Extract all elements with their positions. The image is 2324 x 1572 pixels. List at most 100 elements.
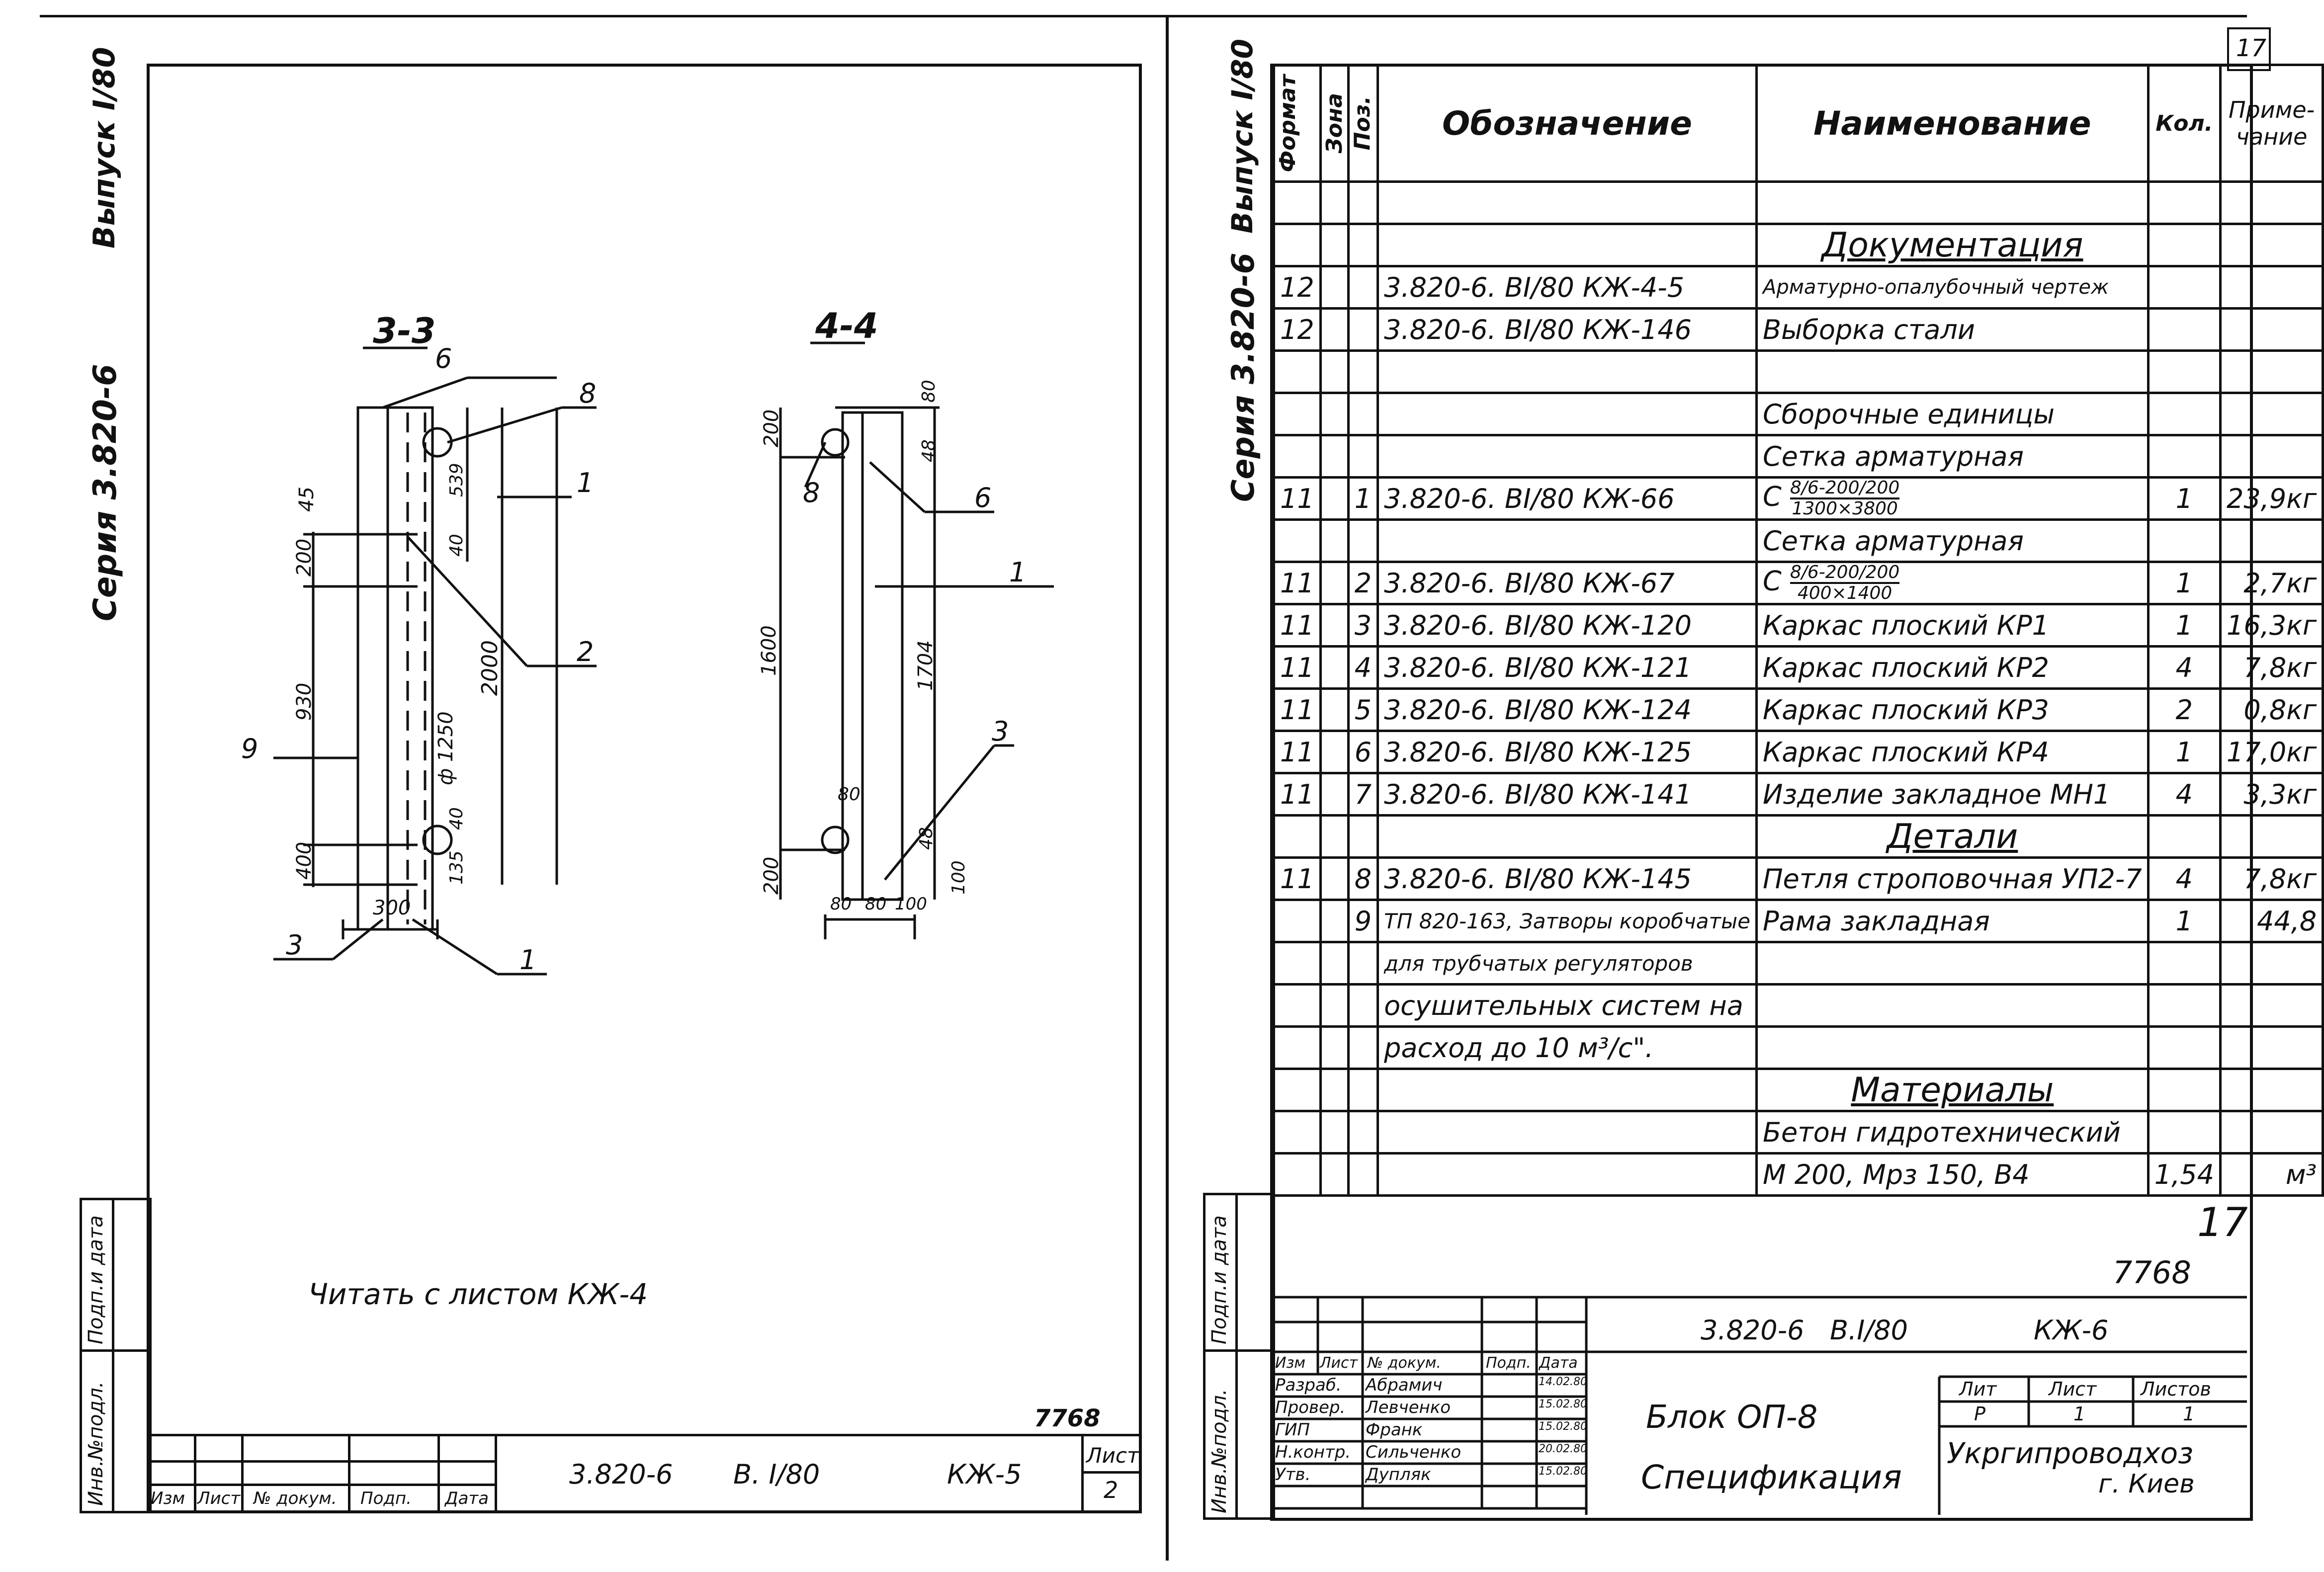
- cell-zone: [1319, 687, 1350, 732]
- section-drawings: 3-3 4-4 6 8 1 2 9 3 1 45 200 930 400 539…: [241, 306, 1054, 976]
- cell-zone: [1319, 941, 1350, 986]
- cell-designation: [1377, 180, 1758, 225]
- cell-pos: [1347, 941, 1379, 986]
- left-side-issue: Выпуск I/80: [87, 47, 122, 248]
- table-row: Бетон гидротехнический: [1273, 1110, 2324, 1155]
- cell-pos: [1347, 1110, 1379, 1155]
- cell-qty: 4: [2147, 772, 2222, 817]
- organization-city: г. Киев: [2098, 1469, 2195, 1499]
- stamp-role: Провер.: [1275, 1398, 1346, 1417]
- cell-format: [1273, 518, 1322, 563]
- label-a: 1: [577, 467, 594, 498]
- cell-format: 11: [1273, 856, 1322, 901]
- cell-note: 7,8кг: [2219, 645, 2324, 690]
- dim-a: 40: [446, 534, 467, 557]
- cell-zone: [1319, 434, 1350, 479]
- cell-pos: [1347, 307, 1379, 352]
- cell-name: [1755, 1025, 2150, 1070]
- cell-format: 11: [1273, 772, 1322, 817]
- cell-qty: [2147, 307, 2222, 352]
- cell-zone: [1319, 730, 1350, 774]
- cell-format: [1273, 1152, 1322, 1197]
- section-a-title: 3-3: [373, 311, 435, 351]
- left-copy-no: 7768: [1034, 1405, 1101, 1432]
- cell-zone: [1319, 1152, 1350, 1197]
- stamp-name: Дупляк: [1366, 1465, 1431, 1485]
- dim-b: 48: [919, 439, 939, 462]
- cell-name: Детали: [1755, 814, 2150, 859]
- cell-name: Сборочные единицы: [1755, 392, 2150, 436]
- right-stamp-code: 3.820-6: [1701, 1315, 1805, 1346]
- left-inv-strip: Инв.№подл. Подп.и дата: [80, 1198, 152, 1513]
- cell-name: Каркас плоский КР4: [1755, 730, 2150, 774]
- table-row: Сетка арматурная: [1273, 434, 2324, 479]
- dim-b: 100: [895, 894, 927, 914]
- cell-note: [2219, 307, 2324, 352]
- cell-designation: [1377, 349, 1758, 394]
- cell-designation: [1377, 434, 1758, 479]
- cell-format: [1273, 1068, 1322, 1112]
- stamp-role: Н.контр.: [1275, 1442, 1351, 1462]
- table-row: Документация: [1273, 223, 2324, 267]
- cell-qty: 1,54: [2147, 1152, 2222, 1197]
- cell-zone: [1319, 307, 1350, 352]
- cell-qty: 2: [2147, 687, 2222, 732]
- left-side-series: Серия 3.820-6: [87, 364, 124, 621]
- dim-b: 200: [760, 410, 783, 447]
- cell-format: [1273, 434, 1322, 479]
- cell-zone: [1319, 772, 1350, 817]
- col-designation: Обозначение: [1377, 64, 1758, 183]
- cell-designation: [1377, 223, 1758, 267]
- cell-name: Рама закладная: [1755, 899, 2150, 943]
- cell-pos: 1: [1347, 476, 1379, 521]
- cell-zone: [1319, 518, 1350, 563]
- cell-zone: [1319, 856, 1350, 901]
- cell-note: [2219, 1110, 2324, 1155]
- table-row: Сборочные единицы: [1273, 392, 2324, 436]
- cell-pos: [1347, 1068, 1379, 1112]
- cell-qty: [2147, 223, 2222, 267]
- page-number-box: 17: [2227, 27, 2271, 71]
- cell-format: [1273, 1110, 1322, 1155]
- cell-format: 11: [1273, 687, 1322, 732]
- dim-b: 80: [838, 784, 861, 805]
- cell-note: [2219, 349, 2324, 394]
- cell-pos: 9: [1347, 899, 1379, 943]
- cell-zone: [1319, 814, 1350, 859]
- cell-qty: [2147, 941, 2222, 986]
- cell-pos: [1347, 1152, 1379, 1197]
- dim-b: 200: [760, 857, 783, 895]
- cell-format: [1273, 814, 1322, 859]
- cell-pos: [1347, 223, 1379, 267]
- cell-format: 12: [1273, 265, 1322, 310]
- cell-name: Каркас плоский КР2: [1755, 645, 2150, 690]
- cell-name: [1755, 180, 2150, 225]
- label-b: 6: [974, 482, 991, 513]
- cell-designation: 3.820-6. ВI/80 КЖ-67: [1377, 561, 1758, 605]
- dim-a: 40: [446, 807, 467, 830]
- cell-qty: 1: [2147, 603, 2222, 648]
- cell-qty: 4: [2147, 645, 2222, 690]
- stamp-date: 15.02.80: [1539, 1420, 1587, 1433]
- stamp-date: 15.02.80: [1539, 1465, 1587, 1478]
- cell-format: [1273, 1025, 1322, 1070]
- cell-qty: [2147, 1068, 2222, 1112]
- cell-format: 12: [1273, 307, 1322, 352]
- cell-designation: осушительных систем на: [1377, 983, 1758, 1028]
- left-sheet: Серия 3.820-6 Выпуск I/80 Инв.№подл. Под…: [40, 15, 2247, 1561]
- col-pos: Поз.: [1347, 64, 1379, 183]
- dim-a: 539: [446, 463, 467, 497]
- cell-qty: [2147, 1110, 2222, 1155]
- cell-zone: [1319, 561, 1350, 605]
- cell-note: [2219, 941, 2324, 986]
- cell-name: [1755, 349, 2150, 394]
- cell-name-prefix: С: [1762, 565, 1782, 597]
- cell-zone: [1319, 1110, 1350, 1155]
